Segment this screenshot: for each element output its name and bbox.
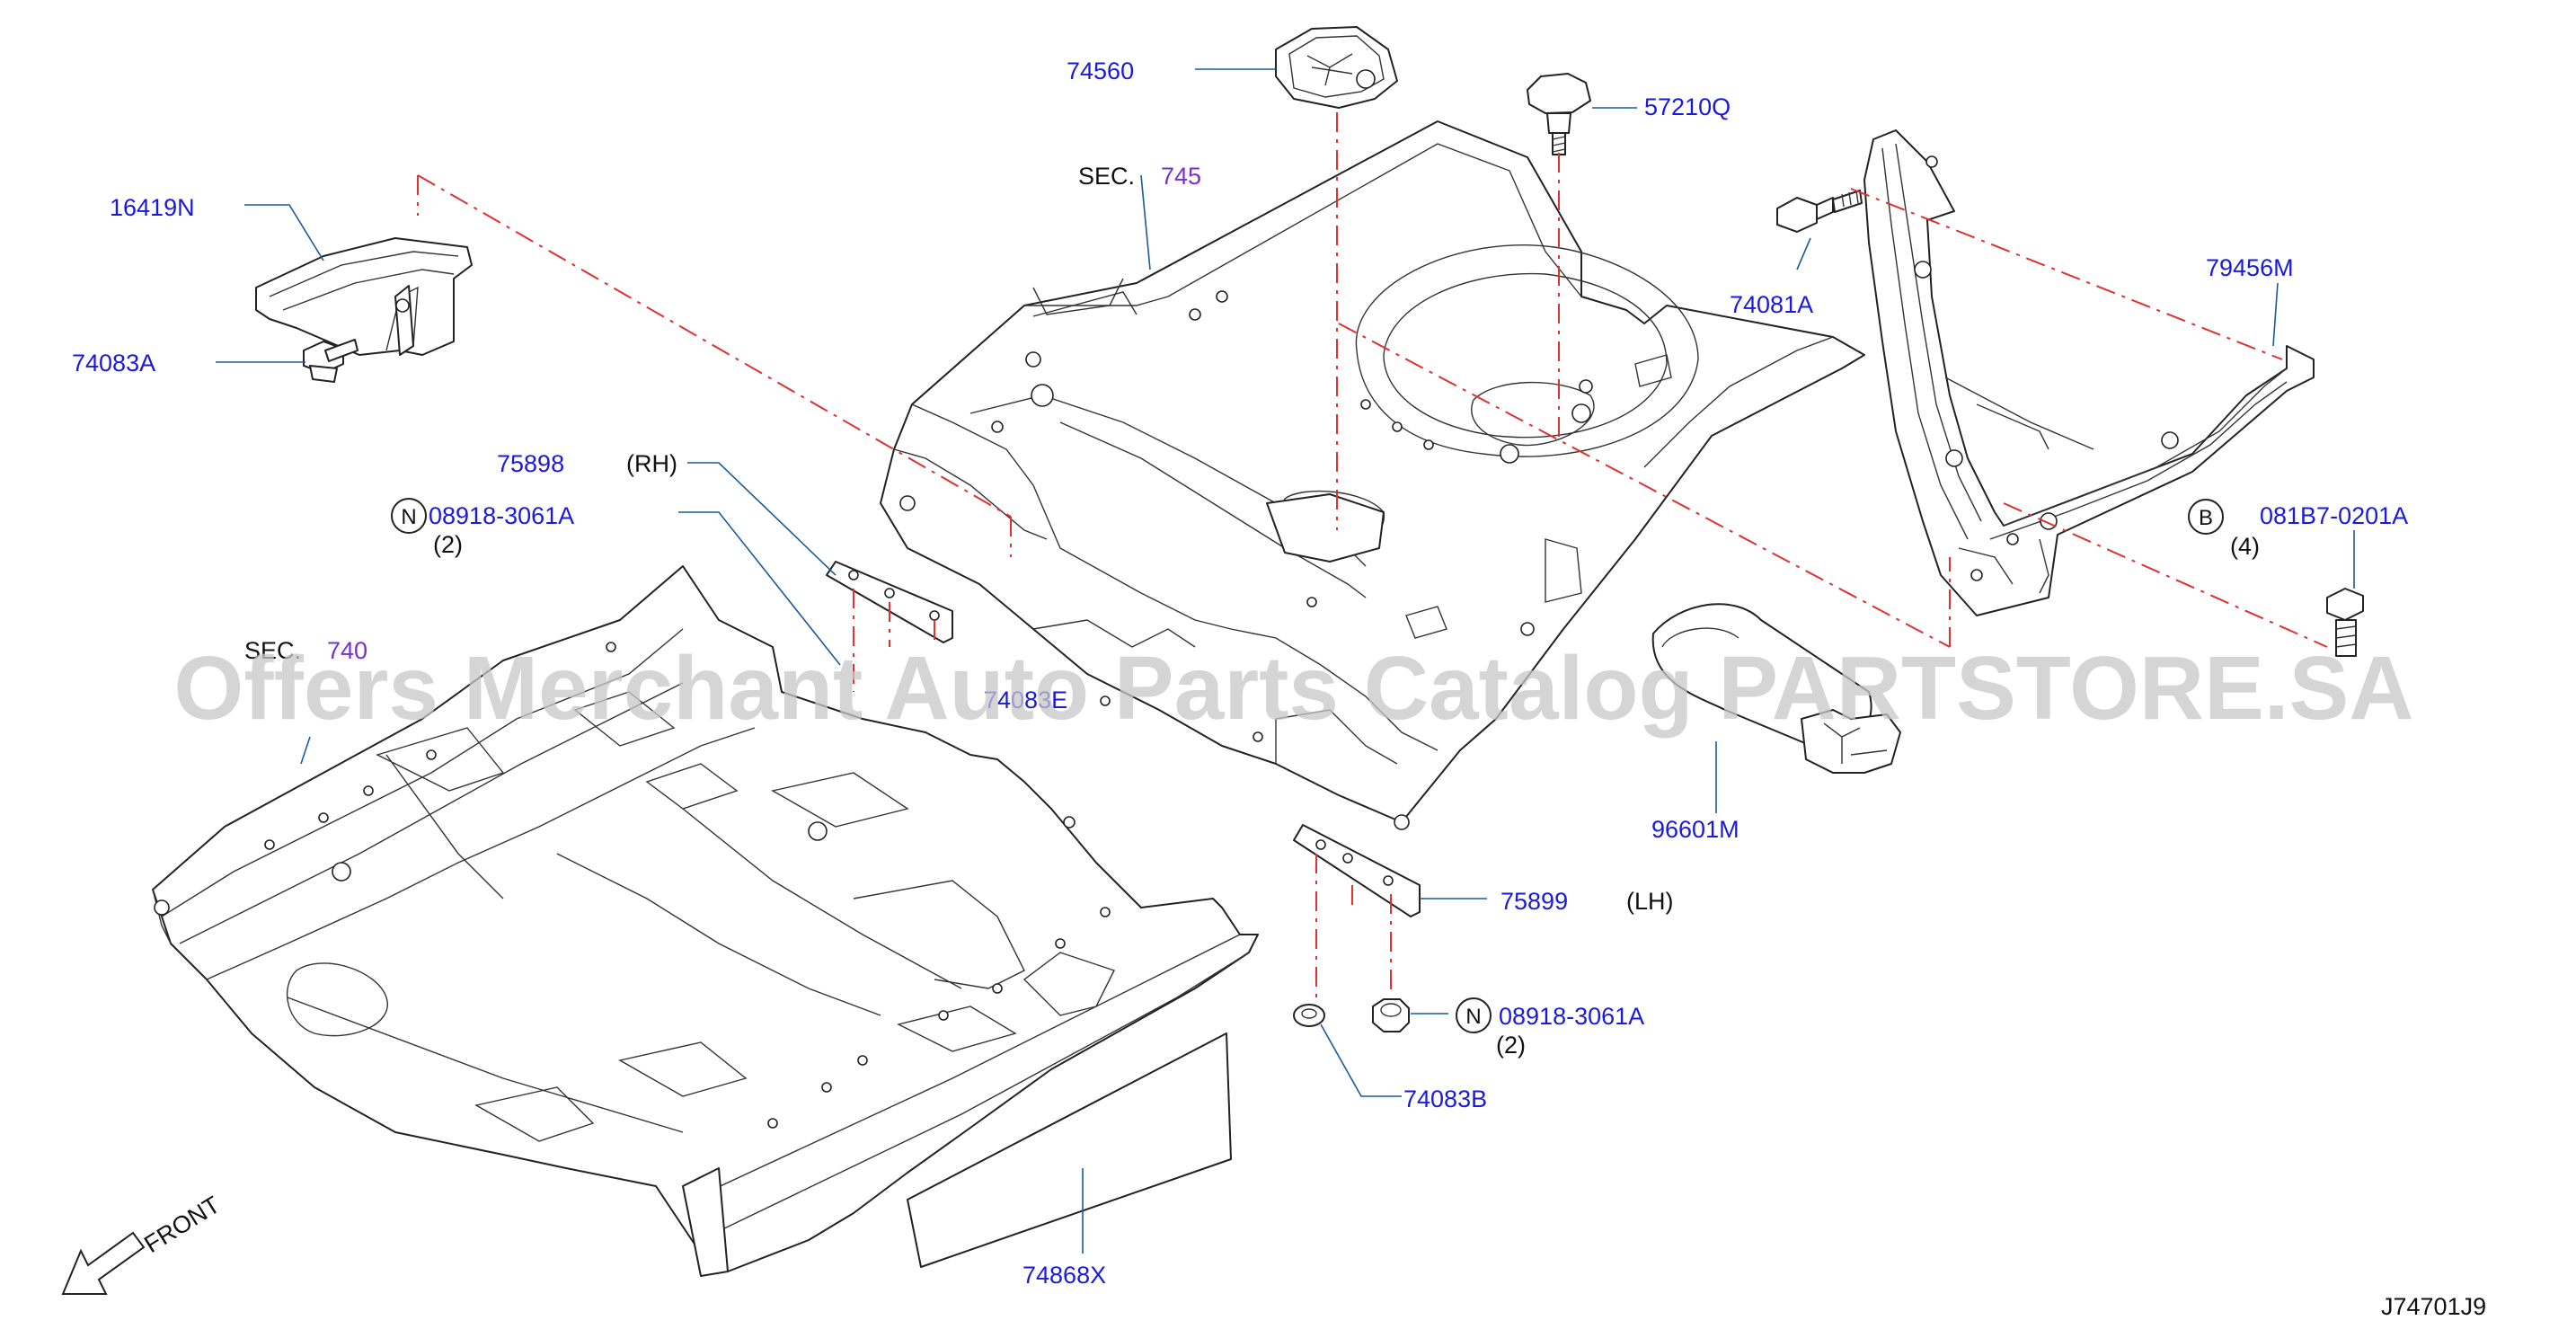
rear-floor-panel[interactable] [880,120,1865,830]
front-floor-panel[interactable] [152,565,1259,1277]
front-arrow-icon [61,1231,146,1295]
label-74083b-partial[interactable]: 74083E [984,687,1067,713]
insulator-pad-74868x[interactable] [907,1032,1232,1268]
washer-74083b[interactable] [1293,1004,1325,1027]
note-lh: (LH) [1626,888,1674,915]
bracket-75899-lh[interactable] [1293,824,1421,917]
label-08918-bottom[interactable]: 08918-3061A [1499,1003,1644,1030]
bolt-081b7[interactable] [2326,588,2364,657]
svg-text:B: B [2199,506,2213,530]
nut-08918-bottom[interactable] [1372,998,1410,1032]
svg-text:N: N [1465,1005,1481,1029]
bracket-16419n[interactable] [255,237,473,356]
note-qty2-top: (2) [433,531,463,558]
alignment-lines [417,112,2328,1002]
badge-b: B [2188,499,2224,535]
sec-label-740: SEC. [244,637,301,664]
badge-n-bottom: N [1456,997,1492,1033]
label-74560[interactable]: 74560 [1067,58,1134,84]
label-75899[interactable]: 75899 [1500,888,1568,915]
label-08918-top[interactable]: 08918-3061A [429,502,574,529]
label-74083b[interactable]: 74083B [1403,1085,1487,1112]
label-79456m[interactable]: 79456M [2206,254,2294,281]
canister-96601m[interactable] [1651,603,1901,774]
bolt-74081a[interactable] [1776,190,1863,233]
note-rh: (RH) [626,450,677,477]
label-74081a[interactable]: 74081A [1730,291,1813,318]
label-96601m[interactable]: 96601M [1651,816,1739,843]
front-label: FRONT [139,1191,225,1258]
rear-member-79456m[interactable] [1863,129,2315,616]
watermark: Offers Merchant Auto Parts Catalog PARTS… [174,638,2414,739]
badge-n-top: N [391,498,427,534]
label-75898[interactable]: 75898 [497,450,564,477]
sec-link-740[interactable]: 740 [327,637,367,664]
floor-drain-cap[interactable] [1266,493,1385,563]
label-74868x[interactable]: 74868X [1022,1262,1106,1289]
note-qty2-bottom: (2) [1496,1032,1526,1059]
svg-text:N: N [401,505,416,529]
bolt-74083a[interactable] [303,339,359,383]
jack-bolt-57210q[interactable] [1527,73,1591,155]
diagram-code: J74701J9 [2381,1293,2486,1320]
label-16419n[interactable]: 16419N [110,194,195,221]
note-qty4: (4) [2230,533,2260,560]
sec-label-745: SEC. [1078,163,1135,190]
sec-link-745[interactable]: 745 [1161,163,1201,190]
leader-lines [216,68,2355,1254]
label-74083a[interactable]: 74083A [72,350,155,377]
plug-cover-74560[interactable] [1275,26,1398,109]
label-081b7[interactable]: 081B7-0201A [2260,502,2408,529]
label-57210q[interactable]: 57210Q [1644,93,1731,120]
